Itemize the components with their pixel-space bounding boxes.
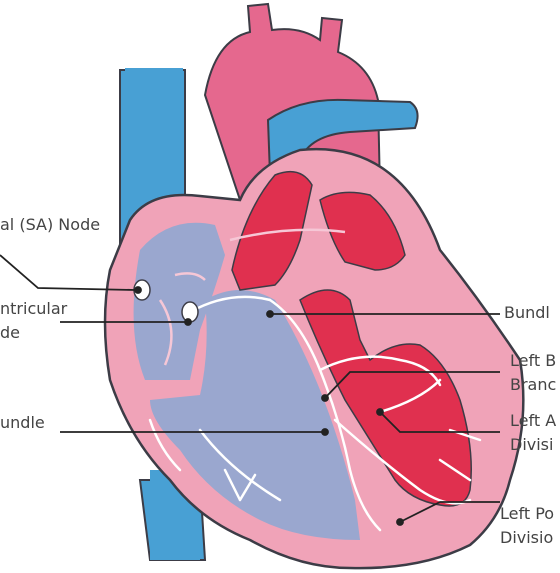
label-left-bundle-line1: Left B [510,351,557,370]
right-ventricle [150,290,360,540]
label-bundle-his: undle [0,413,45,432]
label-left-posterior-line2: Divisio [500,528,554,547]
label-av-node-line1: ntricular [0,299,68,318]
pulmonary-artery [266,98,419,177]
left-ventricle [299,289,472,507]
label-left-bundle-line2: Branc [510,375,557,394]
right-atrium [133,222,225,380]
label-bundle-right: Bundl [504,303,550,322]
label-sa-node: al (SA) Node [0,215,101,234]
leader-lines [0,254,500,526]
label-left-anterior-line2: Divisi [510,435,554,454]
conduction-pathways [148,295,482,532]
flow-arrows [158,228,346,366]
label-left-posterior-line1: Left Po [500,504,555,523]
label-av-node-line2: de [0,323,20,342]
left-atrium-upper [319,191,406,271]
label-left-anterior-line1: Left A [510,411,557,430]
